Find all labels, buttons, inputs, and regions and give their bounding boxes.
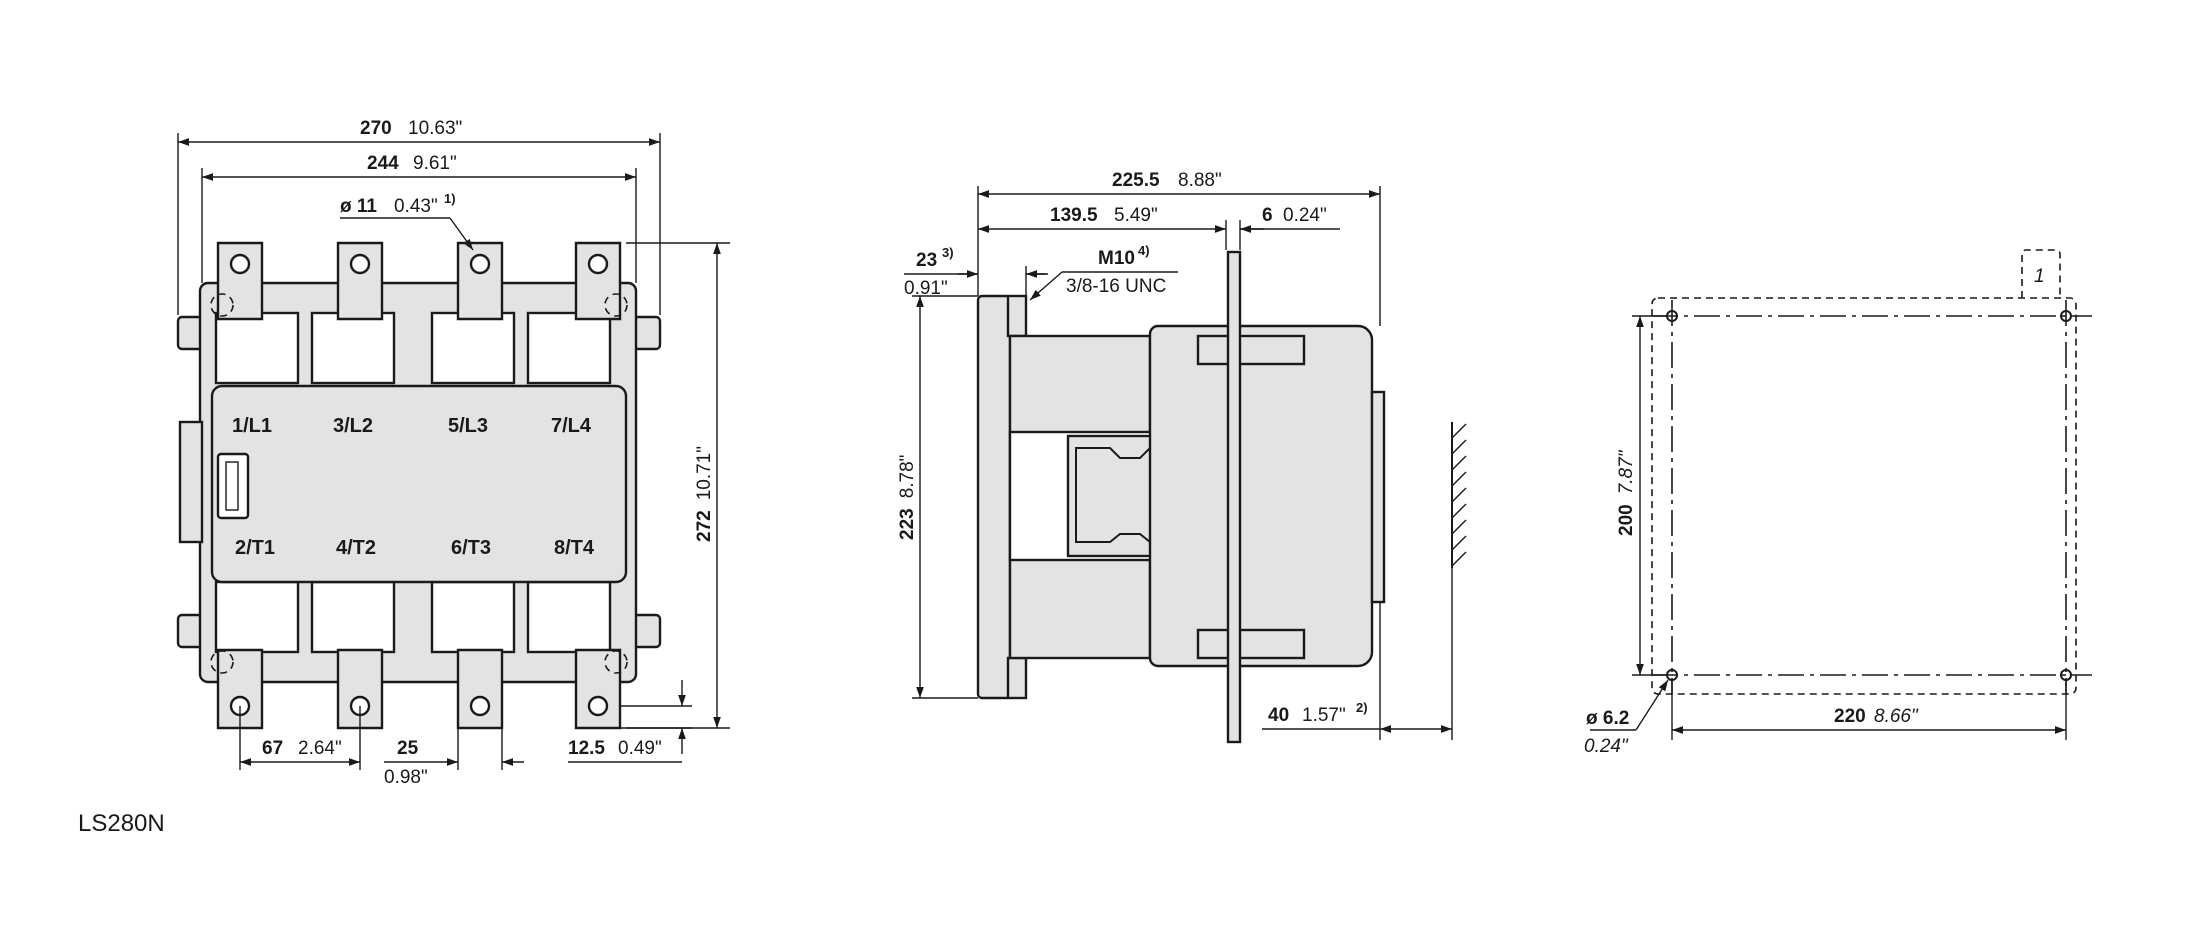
side-front-housing bbox=[1148, 324, 1374, 668]
plan-hole-mm: ø 6.2 bbox=[1586, 708, 1629, 729]
plan-callout: 1 bbox=[2034, 266, 2045, 287]
dim-40-in: 1.57" bbox=[1302, 705, 1346, 726]
plan-outline bbox=[1651, 297, 2077, 695]
front-side-block bbox=[178, 420, 204, 544]
thread-metric: M10 bbox=[1098, 248, 1135, 269]
coil-window-inner bbox=[225, 461, 239, 511]
terminal-label-top-4: 7/L4 bbox=[551, 415, 592, 437]
model-label: LS280N bbox=[78, 810, 165, 837]
dim-67-mm: 67 bbox=[262, 738, 283, 759]
dim-223: 2238.78" bbox=[897, 455, 918, 540]
side-busbar-top bbox=[1196, 334, 1306, 366]
dim-40-note: 2) bbox=[1356, 700, 1368, 715]
side-view: 225.5 8.88" 139.5 5.49" 6 0.24" 23 3) 0.… bbox=[897, 170, 1467, 744]
dim-139-mm: 139.5 bbox=[1050, 205, 1098, 226]
thread-note: 4) bbox=[1138, 243, 1150, 258]
dim-220-in: 8.66" bbox=[1874, 706, 1919, 727]
dim-hole-in: 0.43" bbox=[394, 196, 438, 217]
side-terminal-plate bbox=[1226, 250, 1242, 744]
side-base-tab-bottom bbox=[1006, 656, 1028, 700]
terminal-label-top-1: 1/L1 bbox=[232, 415, 272, 437]
ear-right-bottom bbox=[632, 613, 662, 649]
terminal-label-bottom-4: 8/T4 bbox=[554, 537, 595, 559]
dim-220-mm: 220 bbox=[1834, 706, 1866, 727]
dim-67-in: 2.64" bbox=[298, 738, 342, 759]
mounting-plan: 1 2007.87" 220 8.66" ø 6.2 0.24" bbox=[1584, 249, 2092, 757]
dim-25-in: 0.98" bbox=[384, 767, 428, 788]
ear-right-top bbox=[632, 315, 662, 351]
terminal-label-bottom-2: 4/T2 bbox=[336, 537, 376, 559]
dim-23-note: 3) bbox=[942, 245, 954, 260]
dim-244-mm: 244 bbox=[367, 153, 399, 174]
front-view: 1/L1 3/L2 5/L3 7/L4 2/T1 4/T2 6/T3 8/T4 … bbox=[176, 118, 730, 788]
terminal-label-bottom-3: 6/T3 bbox=[451, 537, 491, 559]
dim-270-mm: 270 bbox=[360, 118, 392, 139]
side-base-plate bbox=[976, 294, 1012, 700]
dim-225-mm: 225.5 bbox=[1112, 170, 1160, 191]
dim-40-mm: 40 bbox=[1268, 705, 1289, 726]
terminal-label-top-2: 3/L2 bbox=[333, 415, 373, 437]
bottom-busbars bbox=[216, 648, 622, 730]
dim-272: 27210.71" bbox=[694, 446, 715, 542]
side-busbar-bottom bbox=[1196, 628, 1306, 660]
dim-139-in: 5.49" bbox=[1114, 205, 1158, 226]
dim-hole-note: 1) bbox=[444, 191, 456, 206]
terminal-label-plate bbox=[210, 384, 628, 584]
dim-200: 2007.87" bbox=[1616, 449, 1637, 536]
top-terminal-recesses bbox=[214, 311, 612, 385]
dim-12-5-mm: 12.5 bbox=[568, 738, 605, 759]
thread-imperial: 3/8-16 UNC bbox=[1066, 276, 1166, 297]
wall-hatching bbox=[1451, 423, 1467, 567]
top-busbars bbox=[216, 241, 622, 321]
dim-12-5-in: 0.49" bbox=[618, 738, 662, 759]
dim-270-in: 10.63" bbox=[408, 118, 462, 139]
front-mounting-holes bbox=[210, 293, 628, 674]
dim-225-in: 8.88" bbox=[1178, 170, 1222, 191]
plan-callout-box bbox=[2021, 249, 2061, 298]
side-base-tab-top bbox=[1006, 294, 1028, 338]
dim-6-mm: 6 bbox=[1262, 205, 1273, 226]
plan-holes bbox=[1666, 310, 2072, 681]
dim-23-in: 0.91" bbox=[904, 278, 948, 299]
dim-25-mm: 25 bbox=[397, 738, 419, 759]
coil-window bbox=[216, 452, 250, 520]
terminal-label-bottom-1: 2/T1 bbox=[235, 537, 275, 559]
dim-hole-mm: ø 11 bbox=[340, 196, 377, 217]
terminal-label-top-3: 5/L3 bbox=[448, 415, 488, 437]
dim-244-in: 9.61" bbox=[413, 153, 457, 174]
plan-hole-in: 0.24" bbox=[1584, 736, 1629, 757]
dim-6-in: 0.24" bbox=[1283, 205, 1327, 226]
dim-23-mm: 23 bbox=[916, 250, 937, 271]
side-front-strip bbox=[1370, 390, 1386, 604]
